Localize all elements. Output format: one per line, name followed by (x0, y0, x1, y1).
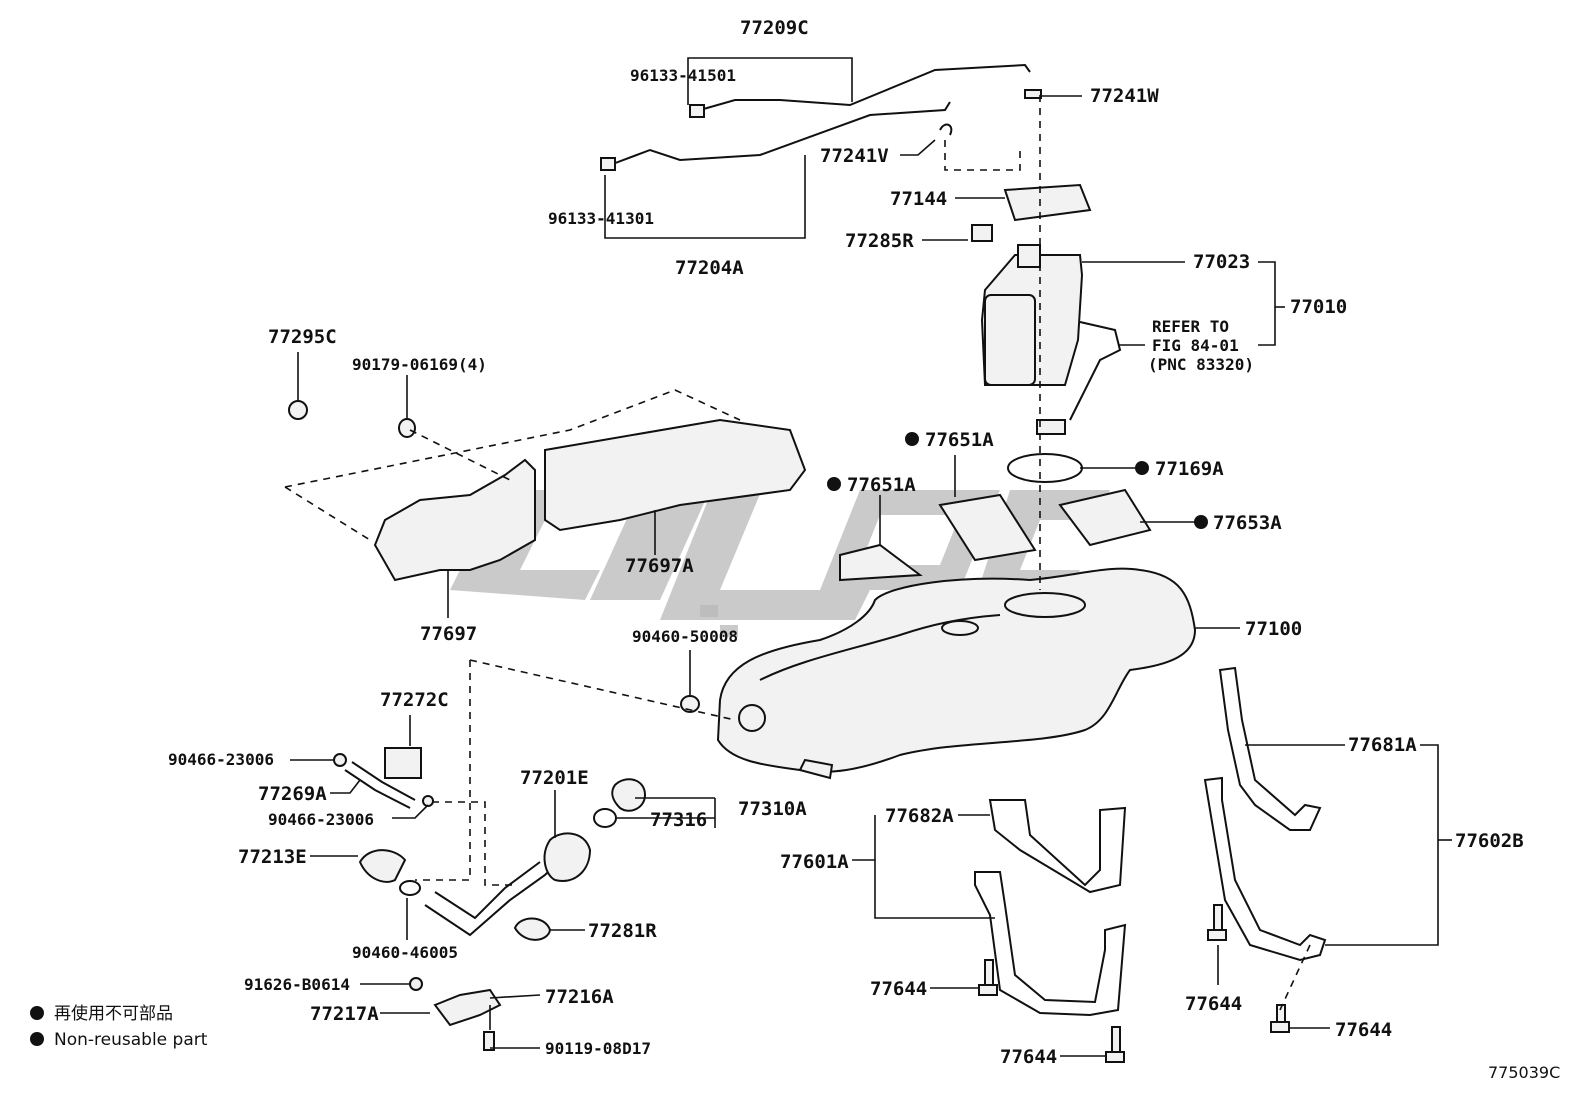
label-77651a-lower: 77651A (847, 474, 916, 496)
non-reusable-marker (905, 432, 919, 446)
label-77100: 77100 (1245, 618, 1302, 640)
label-90460-50008: 90460-50008 (632, 627, 738, 646)
label-77209c: 77209C (740, 17, 809, 39)
dashed-guides (284, 95, 1311, 1011)
seal-and-pads (839, 453, 1152, 582)
non-reusable-marker (827, 477, 841, 491)
label-77144: 77144 (890, 188, 947, 210)
label-90119-08d17: 90119-08D17 (545, 1039, 651, 1058)
label-77023: 77023 (1193, 251, 1250, 273)
tank-straps (974, 666, 1327, 1063)
legend-text-jp: 再使用不可部品 (54, 1003, 173, 1024)
label-77682a: 77682A (885, 805, 954, 827)
label-90460-46005: 90460-46005 (352, 943, 458, 962)
figure-id: 775039C (1488, 1063, 1560, 1082)
fuel-tank (716, 567, 1197, 780)
label-77169a: 77169A (1155, 458, 1224, 480)
label-77241w: 77241W (1090, 85, 1159, 107)
heat-insulators (288, 400, 807, 582)
label-91626-b0614: 91626-B0614 (244, 975, 350, 994)
leader-lines (290, 57, 1452, 1057)
label-77310a: 77310A (738, 798, 807, 820)
label-77010: 77010 (1290, 296, 1347, 318)
label-77241v: 77241V (820, 145, 889, 167)
label-77681a: 77681A (1348, 734, 1417, 756)
label-77269a: 77269A (258, 783, 327, 805)
filler-pipe-assembly (333, 695, 700, 1051)
legend-marker-jp (30, 1006, 44, 1020)
label-90466-23006-a: 90466-23006 (168, 750, 274, 769)
label-77281r: 77281R (588, 920, 657, 942)
label-77601a: 77601A (780, 851, 849, 873)
label-77316: 77316 (650, 809, 707, 831)
fuel-tube-assembly (600, 63, 1031, 171)
label-refer-fig: FIG 84-01 (1152, 336, 1239, 355)
fuel-pump-assembly (939, 89, 1122, 435)
label-90179-06169: 90179-06169(4) (352, 355, 487, 374)
label-refer-to: REFER TO (1152, 317, 1229, 336)
label-77272c: 77272C (380, 689, 449, 711)
label-77204a: 77204A (675, 257, 744, 279)
part-labels: 77209C 96133-41501 77241W 77241V 77144 9… (168, 17, 1524, 1068)
label-77697: 77697 (420, 623, 477, 645)
label-77217a: 77217A (310, 1003, 379, 1025)
label-77213e: 77213E (238, 846, 307, 868)
label-77644-bottom: 77644 (1000, 1046, 1057, 1068)
legend-text-en: Non-reusable part (54, 1030, 208, 1050)
label-77644-left: 77644 (870, 978, 927, 1000)
label-96133-41301: 96133-41301 (548, 209, 654, 228)
label-77602b: 77602B (1455, 830, 1524, 852)
label-77216a: 77216A (545, 986, 614, 1008)
label-77644-far-right: 77644 (1335, 1019, 1392, 1041)
label-77644-right: 77644 (1185, 993, 1242, 1015)
non-reusable-marker (1135, 461, 1149, 475)
label-refer-pnc: (PNC 83320) (1148, 355, 1254, 374)
label-77295c: 77295C (268, 326, 337, 348)
label-77651a-upper: 77651A (925, 429, 994, 451)
label-90466-23006-b: 90466-23006 (268, 810, 374, 829)
label-77697a: 77697A (625, 555, 694, 577)
label-77653a: 77653A (1213, 512, 1282, 534)
label-77201e: 77201E (520, 767, 589, 789)
legend-marker-en (30, 1032, 44, 1046)
label-77285r: 77285R (845, 230, 914, 252)
non-reusable-marker (1194, 515, 1208, 529)
label-96133-41501: 96133-41501 (630, 66, 736, 85)
legend: 再使用不可部品 Non-reusable part (30, 1003, 208, 1050)
